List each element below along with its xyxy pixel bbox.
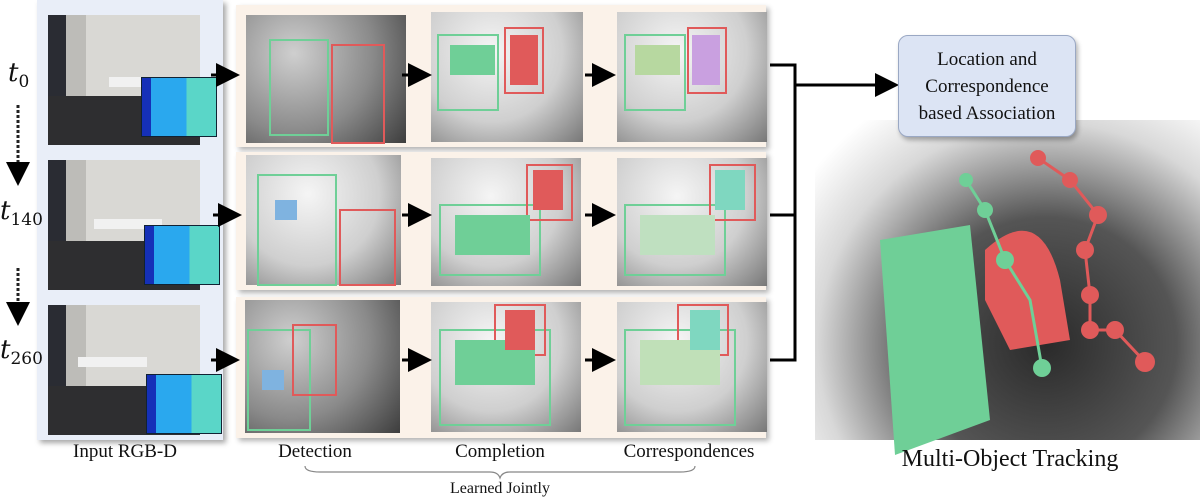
label-detection: Detection	[278, 441, 352, 462]
label-multi-object-tracking: Multi-Object Tracking	[901, 446, 1119, 472]
label-completion: Completion	[455, 441, 545, 462]
depth-frame-t260	[146, 374, 222, 434]
time-label-t0: t0	[8, 58, 30, 93]
depth-frame-t140	[144, 225, 220, 285]
time-label-t140: t140	[0, 196, 43, 231]
tracked-table	[880, 225, 990, 455]
label-learned-jointly: Learned Jointly	[450, 480, 550, 497]
association-box: Location and Correspondence based Associ…	[898, 35, 1076, 137]
depth-frame-t0	[141, 77, 217, 137]
learned-jointly-brace	[304, 465, 696, 480]
association-line-2: Correspondence	[925, 75, 1049, 97]
detection-cloud-t0	[246, 15, 406, 143]
association-line-1: Location and	[937, 48, 1037, 70]
time-label-t260: t260	[0, 335, 43, 370]
merge-bracket	[770, 63, 797, 362]
detection-cloud-t140	[246, 155, 401, 285]
association-line-3: based Association	[918, 102, 1056, 124]
label-correspondences: Correspondences	[623, 441, 755, 462]
detection-cloud-t260	[245, 300, 400, 433]
label-input-rgbd: Input RGB-D	[73, 441, 177, 462]
completion-cloud-t0	[431, 12, 583, 142]
tracked-chair	[985, 230, 1070, 350]
